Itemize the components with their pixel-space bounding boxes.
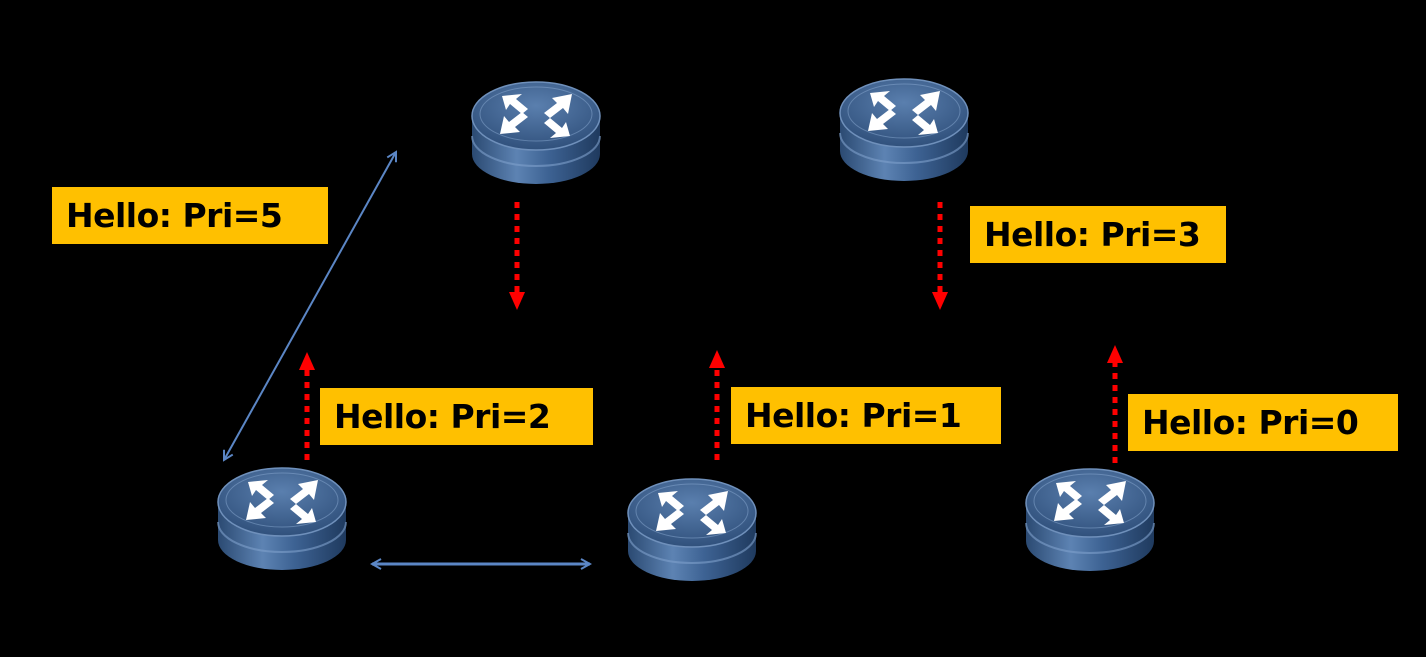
router-r4 xyxy=(626,475,758,587)
hello-arrow-r5 xyxy=(1107,345,1123,463)
link-r3-r1 xyxy=(224,152,396,460)
router-r3 xyxy=(216,464,348,576)
hello-arrow-r3 xyxy=(299,352,315,460)
router-r2 xyxy=(838,75,970,187)
router-r1 xyxy=(470,78,602,190)
hello-arrow-r4 xyxy=(709,350,725,460)
hello-label-r4: Hello: Pri=1 xyxy=(731,387,1001,444)
router-icon xyxy=(471,81,601,184)
hello-arrow-r2 xyxy=(932,202,948,310)
router-icon xyxy=(1025,468,1155,571)
hello-label-r5: Hello: Pri=0 xyxy=(1128,394,1398,451)
router-icon xyxy=(627,478,757,581)
hello-arrow-r1 xyxy=(509,202,525,310)
hello-label-r3: Hello: Pri=2 xyxy=(320,388,593,445)
router-r5 xyxy=(1024,465,1156,577)
hello-label-r1: Hello: Pri=5 xyxy=(52,187,328,244)
hello-label-r2: Hello: Pri=3 xyxy=(970,206,1226,263)
router-icon xyxy=(839,78,969,181)
router-icon xyxy=(217,467,347,570)
